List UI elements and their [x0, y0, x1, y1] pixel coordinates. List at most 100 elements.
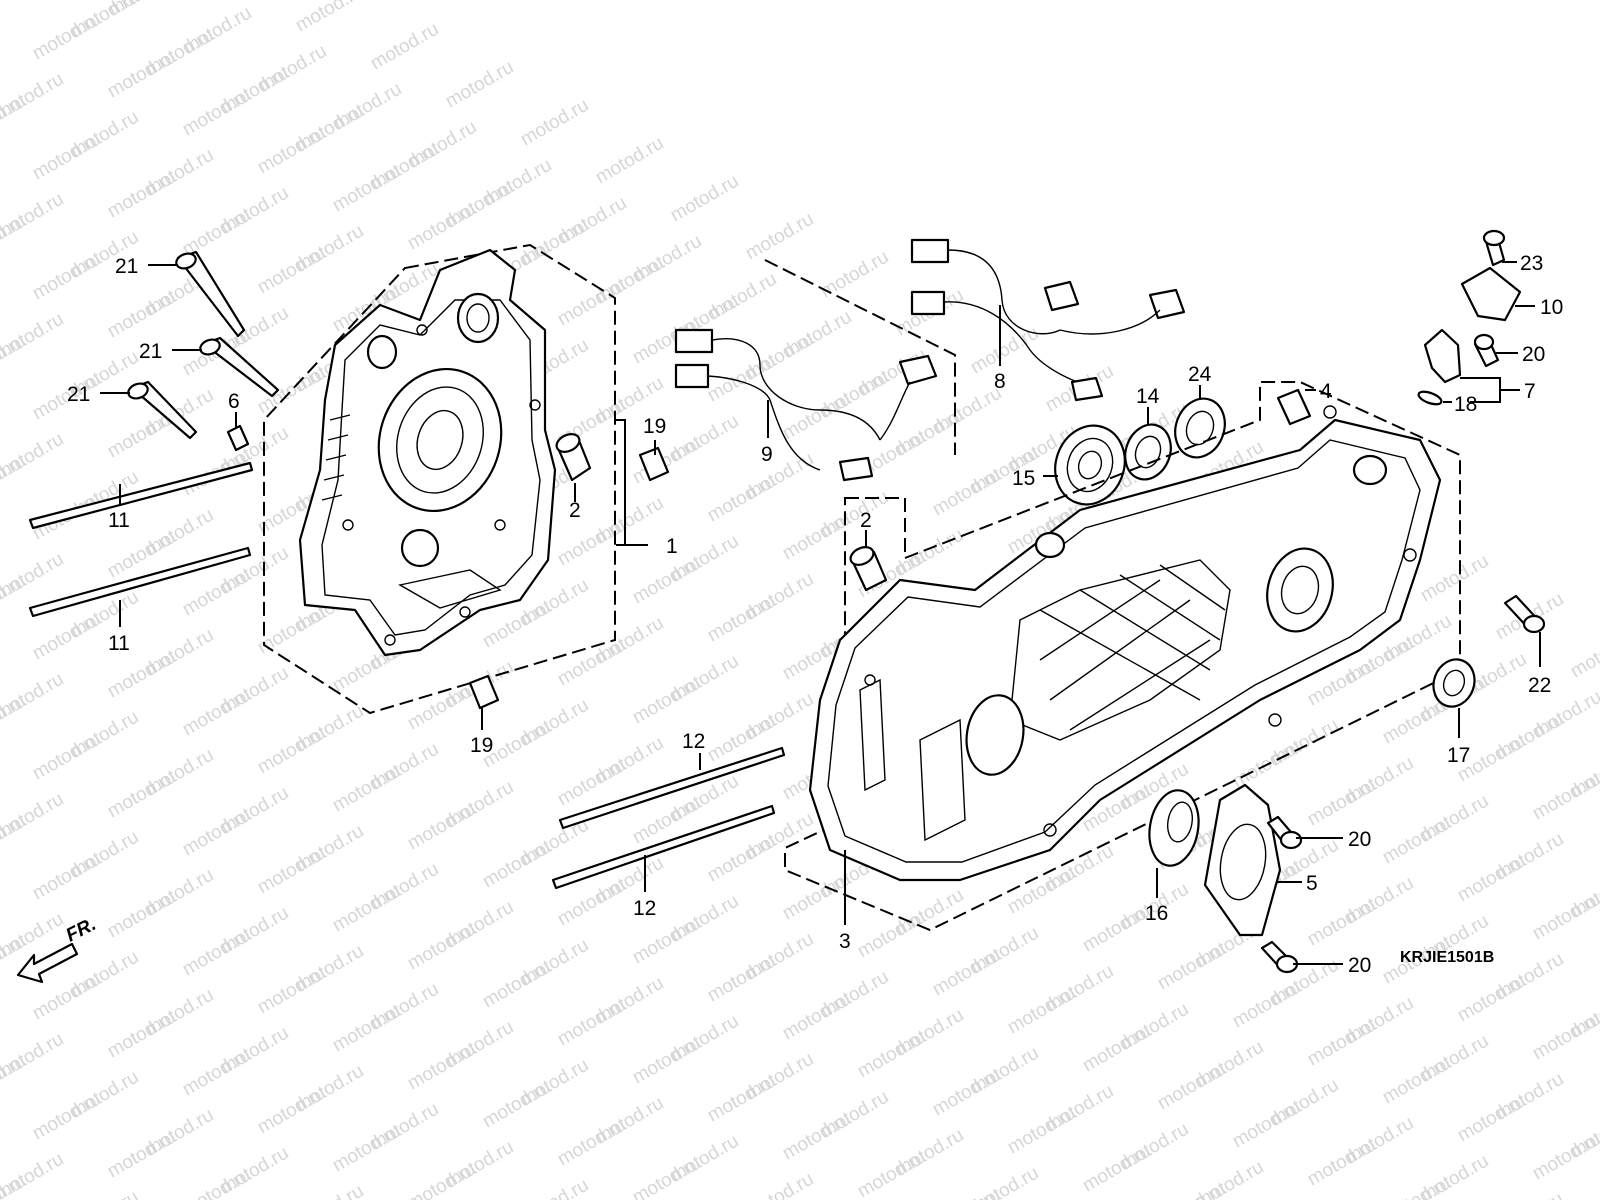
watermark-text: motod.ru: [1529, 1129, 1600, 1185]
watermark-text: motod.ru: [254, 963, 329, 1019]
watermark-text: motod.ru: [1379, 813, 1454, 869]
bolt-hole: [1403, 548, 1417, 562]
watermark-text: motod.ru: [104, 1127, 179, 1183]
watermark-text: motod.ru: [1004, 983, 1079, 1039]
callout-2: 2: [860, 509, 872, 532]
o-ring: [1417, 390, 1443, 406]
part-12-stud-lower: [551, 804, 776, 890]
callout-12: 12: [633, 897, 656, 920]
callout-11: 11: [108, 632, 130, 655]
harness-8-wire: [1059, 309, 1161, 335]
watermark-text: motod.ru: [179, 565, 254, 621]
watermark-text: motod.ru: [29, 249, 104, 305]
harness-9-wire: [707, 375, 821, 471]
watermark-text: motod.ru: [779, 989, 854, 1045]
part-6-dowel: [226, 424, 250, 452]
watermark-text: motod.ru: [67, 1187, 142, 1200]
watermark-text: motod.ru: [929, 1065, 1004, 1121]
watermark-text: motod.ru: [554, 275, 629, 331]
seal-outer: [1432, 658, 1476, 708]
diagram-code: KRJIE1501B: [1400, 949, 1494, 966]
part-14-bearing: [1124, 423, 1172, 481]
left-crankcase-dashed-box: [263, 243, 616, 715]
watermark-text: motod.ru: [554, 635, 629, 691]
callout-20: 20: [1348, 828, 1371, 851]
bearing-bore: [1077, 450, 1103, 480]
watermark-text: motod.ru: [554, 1115, 629, 1171]
watermark-text: motod.ru: [742, 1169, 817, 1200]
callout-21: 21: [115, 255, 138, 278]
front-marker-label: FR.: [63, 914, 100, 947]
bolt-head: [1482, 229, 1506, 247]
left-crankcase-boss-top: [456, 292, 500, 344]
right-output-bore: [1266, 547, 1334, 633]
part-4-bushing: [1276, 388, 1312, 426]
bolt-hole: [416, 324, 428, 336]
part-11-stud-upper: [28, 461, 254, 530]
callout-14: 14: [1136, 385, 1160, 408]
watermark-text: motod.ru: [104, 767, 179, 823]
watermark-text: motod.ru: [404, 199, 479, 255]
part-22-bolt: [1503, 594, 1546, 634]
left-crankcase-group: [263, 243, 616, 715]
watermark-text: motod.ru: [1154, 939, 1229, 995]
watermark-text: motod.ru: [254, 1083, 329, 1139]
watermark-text: motod.ru: [292, 1181, 367, 1200]
watermark-text: motod.ru: [1379, 1173, 1454, 1200]
watermark-text: motod.ru: [179, 685, 254, 741]
watermark-text: motod.ru: [629, 433, 704, 489]
watermark-text: motod.ru: [329, 761, 404, 817]
watermark-text: motod.ru: [0, 0, 29, 26]
watermark-text: motod.ru: [1229, 1097, 1304, 1153]
callout-20: 20: [1348, 954, 1371, 977]
right-crankcase-lattice: [1039, 564, 1226, 731]
watermark-text: motod.ru: [629, 673, 704, 729]
part-15-bearing: [1054, 424, 1126, 506]
watermark-text: motod.ru: [1379, 1053, 1454, 1109]
callout-19: 19: [470, 734, 493, 757]
watermark-text: motod.ru: [517, 95, 592, 151]
watermark-text: motod.ru: [779, 509, 854, 565]
callout-22: 22: [1528, 674, 1551, 697]
watermark-text: motod.ru: [1304, 895, 1379, 951]
part-10-cover: [1460, 266, 1522, 322]
part-20-bolt-b: [1260, 940, 1299, 974]
watermark-text: motod.ru: [854, 1147, 929, 1200]
watermark-text: motod.ru: [704, 471, 779, 527]
callout-15: 15: [1012, 467, 1035, 490]
harness-9-connector-d: [838, 456, 874, 482]
part-9-wire-harness: [674, 259, 956, 482]
callout-7: 7: [1524, 380, 1536, 403]
right-crankcase-boss: [1034, 531, 1066, 559]
watermark-text: motod.ru: [929, 465, 1004, 521]
watermark-text: motod.ru: [779, 1109, 854, 1165]
part-12-stud-upper: [558, 746, 786, 830]
callout-24: 24: [1188, 363, 1212, 386]
watermark-text: motod.ru: [479, 1077, 554, 1133]
right-crankcase-boss-rear: [1352, 454, 1388, 486]
right-crankcase-half: [808, 418, 1442, 882]
watermark-text: motod.ru: [704, 351, 779, 407]
watermark-text: motod.ru: [1154, 1059, 1229, 1115]
callout-21: 21: [139, 340, 162, 363]
right-crankcase-cavity: [919, 718, 966, 842]
watermark-text: motod.ru: [854, 1027, 929, 1083]
sensor-body: [1423, 328, 1462, 384]
watermark-text: motod.ru: [779, 389, 854, 445]
watermark-text: motod.ru: [479, 957, 554, 1013]
watermark-text: motod.ru: [779, 869, 854, 925]
bolt-head: [127, 382, 149, 400]
part-24-bearing: [1174, 397, 1226, 459]
watermark-text: motod.ru: [667, 171, 742, 227]
left-crankshaft-bore: [377, 367, 503, 513]
watermark-text: motod.ru: [1229, 977, 1304, 1033]
seal-inner: [1166, 801, 1194, 843]
part-17-oil-seal: [1432, 658, 1476, 708]
callout-10: 10: [1540, 296, 1563, 319]
watermark-text: motod.ru: [442, 57, 517, 113]
cover-plate-opening: [1219, 823, 1267, 901]
callout-3: 3: [839, 930, 851, 953]
part-18-o-ring: [1417, 390, 1443, 406]
